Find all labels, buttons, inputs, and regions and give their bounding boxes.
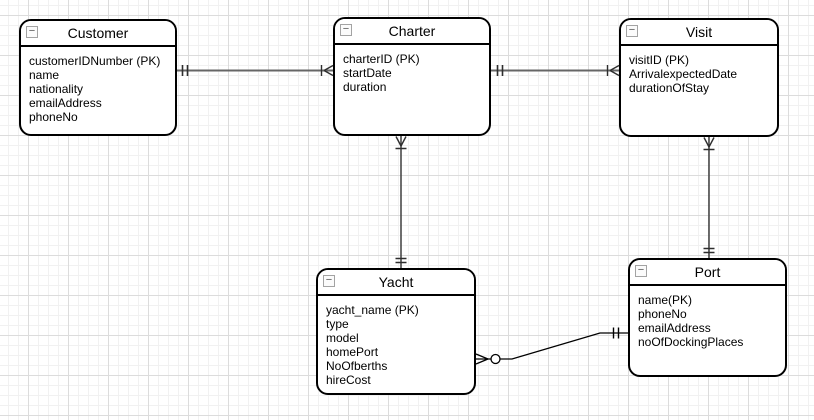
entity-title: Visit [685, 24, 713, 40]
one-and-only-one-marker [395, 257, 407, 264]
attribute: emailAddress [638, 321, 711, 335]
entity-visit[interactable]: − Visit visitID (PK) ArrivalexpectedDate… [619, 18, 779, 137]
one-or-many-marker [395, 136, 407, 150]
entity-charter-titlebar[interactable]: − Charter [335, 19, 489, 45]
attribute: durationOfStay [629, 81, 710, 95]
attribute: duration [343, 80, 387, 94]
attribute: yacht_name (PK) [326, 303, 419, 317]
entity-customer-titlebar[interactable]: − Customer [21, 21, 175, 47]
attribute: NoOfberths [326, 359, 388, 373]
one-and-only-one-marker [703, 247, 715, 254]
relationship-yacht-charter [395, 136, 407, 268]
relationship-port-visit [703, 137, 715, 258]
entity-customer[interactable]: − Customer customerIDNumber (PK) name na… [19, 19, 177, 136]
zero-or-many-circle [490, 353, 501, 365]
attribute: ArrivalexpectedDate [629, 67, 738, 81]
entity-charter[interactable]: − Charter charterID (PK) startDate durat… [333, 17, 491, 136]
one-and-only-one-marker [496, 65, 504, 76]
attribute: phoneNo [638, 307, 687, 321]
collapse-icon[interactable]: − [626, 25, 638, 37]
relationship-port-yacht [475, 327, 628, 365]
entity-port-titlebar[interactable]: − Port [630, 260, 785, 286]
entity-title: Yacht [378, 274, 414, 290]
entity-yacht-titlebar[interactable]: − Yacht [318, 270, 474, 296]
attribute: phoneNo [29, 110, 78, 124]
entity-customer-attributes: customerIDNumber (PK) name nationality e… [21, 47, 175, 124]
entity-title: Charter [388, 23, 436, 39]
relationship-charter-visit [491, 64, 620, 77]
one-and-only-one-marker [612, 327, 620, 339]
entity-title: Customer [67, 25, 129, 41]
entity-port[interactable]: − Port name(PK) phoneNo emailAddress noO… [628, 258, 787, 377]
entity-yacht[interactable]: − Yacht yacht_name (PK) type model homeP… [316, 268, 476, 395]
collapse-icon[interactable]: − [323, 275, 335, 287]
attribute: type [326, 317, 349, 331]
attribute: name [29, 68, 60, 82]
entity-title: Port [694, 264, 721, 280]
one-or-many-marker [320, 64, 334, 77]
attribute: homePort [326, 345, 379, 359]
attribute: model [326, 331, 359, 345]
entity-port-attributes: name(PK) phoneNo emailAddress noOfDockin… [630, 286, 785, 349]
collapse-icon[interactable]: − [635, 265, 647, 277]
attribute: customerIDNumber (PK) [29, 54, 161, 68]
collapse-icon[interactable]: − [26, 26, 38, 38]
entity-visit-titlebar[interactable]: − Visit [621, 20, 777, 46]
zero-or-many-marker [475, 353, 489, 365]
attribute: emailAddress [29, 96, 102, 110]
one-or-many-marker [606, 64, 620, 77]
one-and-only-one-marker [181, 65, 189, 76]
collapse-icon[interactable]: − [340, 24, 352, 36]
entity-charter-attributes: charterID (PK) startDate duration [335, 45, 489, 94]
attribute: nationality [29, 82, 84, 96]
relationship-customer-charter [177, 64, 334, 77]
attribute: noOfDockingPlaces [638, 335, 744, 349]
entity-yacht-attributes: yacht_name (PK) type model homePort NoOf… [318, 296, 474, 387]
attribute: startDate [343, 66, 392, 80]
attribute: visitID (PK) [629, 53, 689, 67]
attribute: charterID (PK) [343, 52, 420, 66]
one-or-many-marker [703, 137, 715, 151]
attribute: name(PK) [638, 293, 693, 307]
attribute: hireCost [326, 373, 371, 387]
entity-visit-attributes: visitID (PK) ArrivalexpectedDate duratio… [621, 46, 777, 95]
